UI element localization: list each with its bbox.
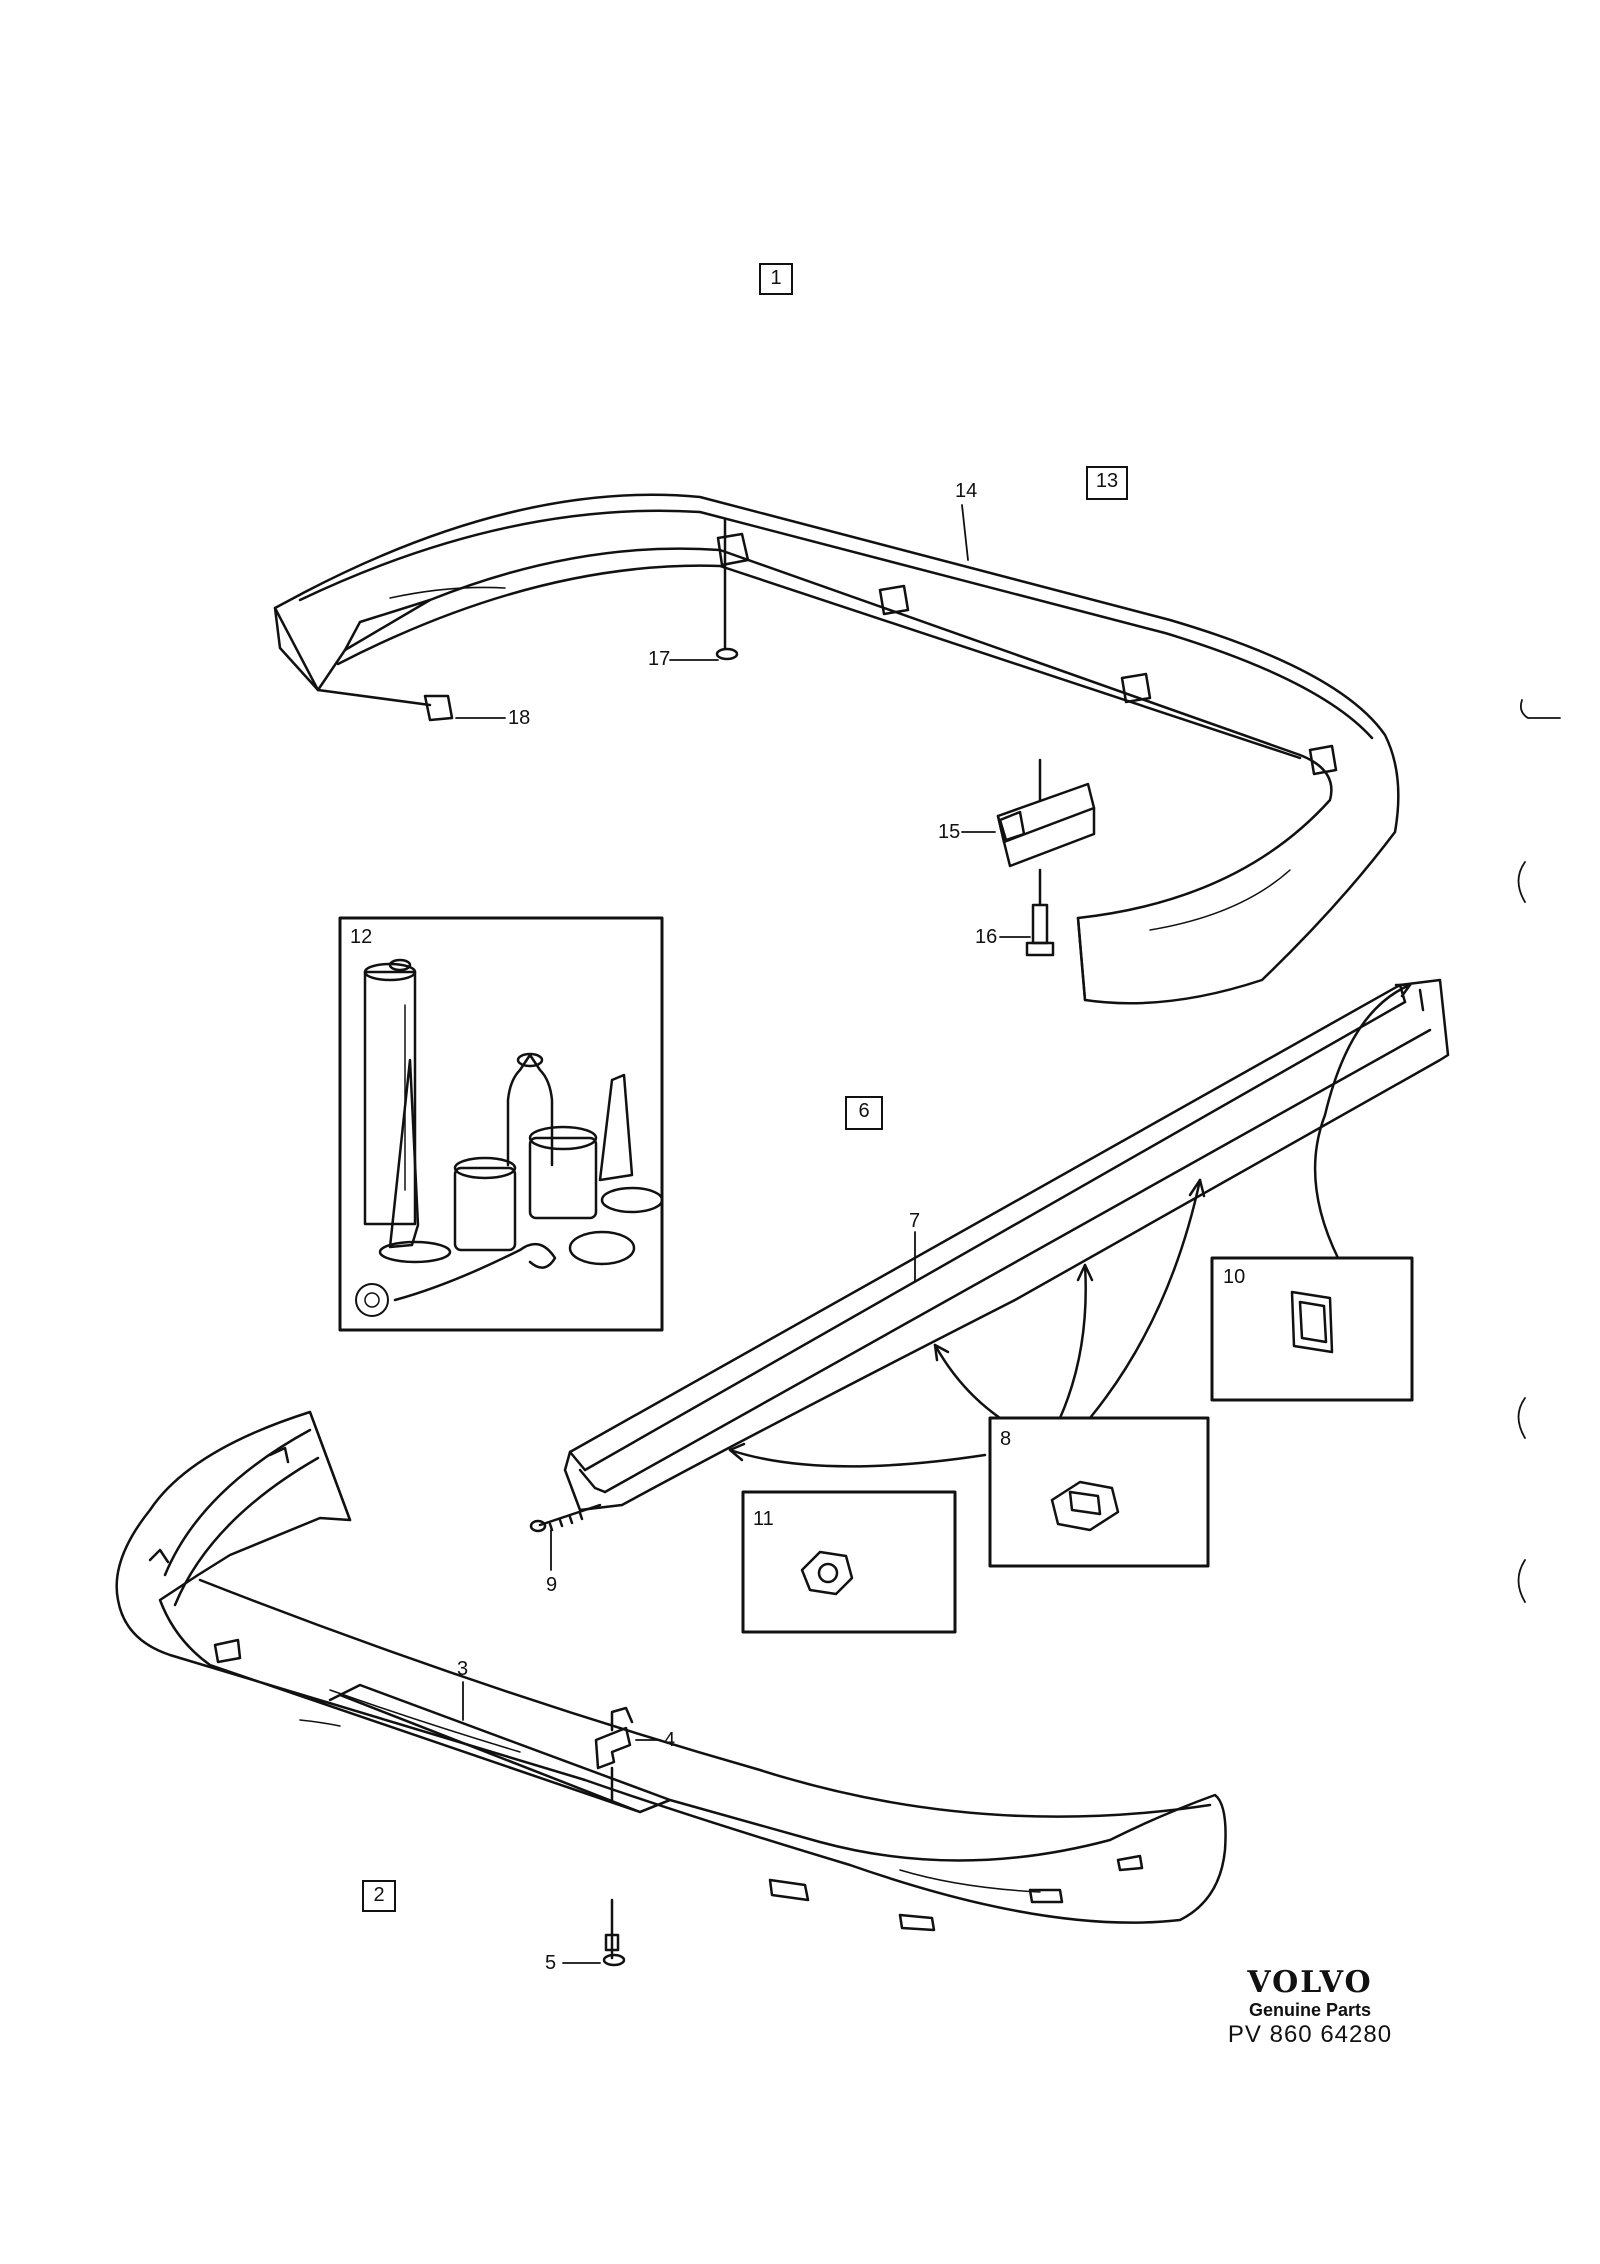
group-ref-13: 13: [1086, 466, 1128, 500]
callout-11: 11: [753, 1508, 774, 1530]
leader-lines: [455, 504, 1031, 1964]
callout-7: 7: [909, 1210, 921, 1232]
group-ref-1: 1: [759, 263, 793, 295]
arrows: [728, 983, 1412, 1468]
clip-18: [316, 688, 454, 722]
part-number: PV 860 64280: [1227, 2021, 1393, 2048]
clip-inset-8: [988, 1416, 1210, 1568]
rear-bumper-cover: [273, 493, 1400, 1005]
bracket-15: [996, 758, 1096, 868]
callout-9: 9: [546, 1574, 558, 1596]
screw-5: [602, 1898, 626, 1967]
callout-18: 18: [508, 707, 531, 729]
volvo-logo: VOLVO: [1247, 1965, 1373, 2000]
group-ref-6: 6: [845, 1096, 883, 1130]
callout-15: 15: [938, 821, 961, 843]
brand-tagline: Genuine Parts: [1248, 2000, 1372, 2020]
repair-kit-inset: [338, 916, 664, 1332]
side-moulding-7: [563, 978, 1450, 1512]
callout-8: 8: [1000, 1428, 1012, 1450]
callout-5: 5: [545, 1952, 557, 1974]
screw-17: [715, 518, 739, 661]
callout-4: 4: [664, 1729, 676, 1751]
group-ref-2: 2: [362, 1880, 396, 1912]
callout-14: 14: [955, 480, 978, 502]
front-bumper-cover: [115, 1410, 1227, 1932]
screw-9: [529, 1503, 602, 1533]
callout-12: 12: [350, 926, 373, 948]
clip-inset-10: [1210, 1256, 1414, 1402]
bolt-16: [1025, 868, 1055, 957]
brand-block: VOLVO Genuine Parts PV 860 64280: [1210, 1965, 1410, 2049]
nut-inset-11: [741, 1490, 957, 1634]
binding-marks: [1517, 699, 1561, 1603]
callout-10: 10: [1223, 1266, 1246, 1288]
callout-17: 17: [648, 648, 671, 670]
callout-3: 3: [457, 1658, 469, 1680]
bracket-4: [594, 1706, 634, 1802]
callout-16: 16: [975, 926, 998, 948]
